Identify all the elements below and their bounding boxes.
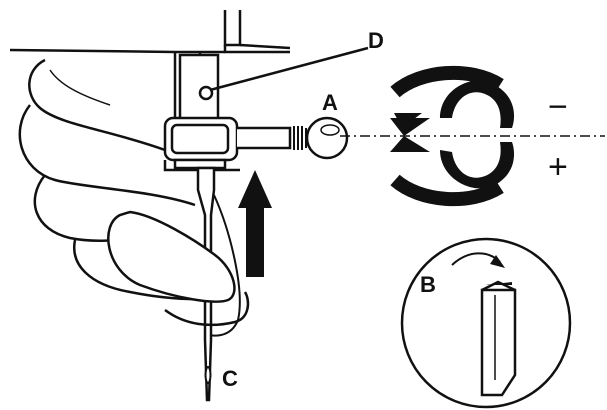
machine-head bbox=[9, 10, 291, 120]
needle-bar-hole bbox=[198, 85, 214, 101]
hand bbox=[18, 58, 250, 327]
rotation-arrows bbox=[390, 65, 515, 207]
needle-detail-inset bbox=[400, 237, 572, 409]
needle-clamp bbox=[163, 116, 349, 172]
clamp-screw-thread bbox=[289, 126, 307, 150]
plus-sign: + bbox=[548, 148, 568, 186]
insertion-arrow bbox=[238, 170, 272, 277]
leader-line-d bbox=[209, 46, 369, 92]
clamp-screw-knob bbox=[305, 116, 349, 160]
label-b: B bbox=[420, 272, 436, 297]
label-d: D bbox=[368, 28, 384, 53]
label-c: C bbox=[222, 366, 238, 391]
needle-eye bbox=[204, 366, 212, 384]
minus-sign: − bbox=[548, 88, 568, 126]
label-a: A bbox=[322, 90, 338, 115]
